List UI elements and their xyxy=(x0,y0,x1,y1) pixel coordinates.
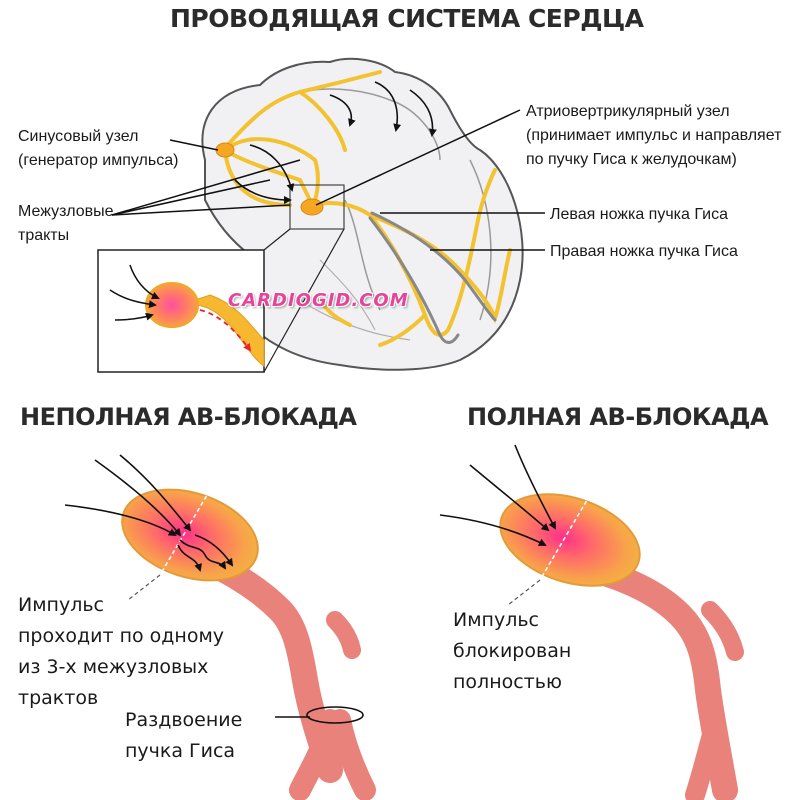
complete-block-illustration xyxy=(439,444,744,800)
incomplete-desc-line-1: Импульс xyxy=(18,594,105,616)
complete-block-title: ПОЛНАЯ АВ-БЛОКАДА xyxy=(467,403,769,431)
bundle-split-line-1: Раздвоение xyxy=(125,709,243,731)
bundle-split-label: Раздвоение пучка Гиса xyxy=(125,705,242,767)
sinus-node xyxy=(215,142,235,158)
incomplete-desc-line-3: из 3-х межузловых xyxy=(18,656,209,678)
incomplete-block-description: Импульс проходит по одному из 3-х межузл… xyxy=(18,590,224,714)
conduction-pathways-grey xyxy=(368,211,497,344)
left-bundle-label: Левая ножка пучка Гиса xyxy=(550,206,728,223)
zoom-inset xyxy=(97,228,345,373)
internodal-tracts-label-line-1: Межузловые xyxy=(18,203,114,220)
av-node-label-line-1: Атриовертрикулярный узел xyxy=(526,103,730,120)
complete-block-description: Импульс блокирован полностью xyxy=(453,605,571,698)
complete-desc-line-2: блокирован xyxy=(453,640,572,662)
internodal-tracts-label-line-2: тракты xyxy=(18,227,70,244)
impulse-arrows xyxy=(234,81,437,204)
complete-desc-line-3: полностью xyxy=(453,671,562,693)
bundle-split-line-2: пучка Гиса xyxy=(125,740,236,762)
sinus-node-label-line-2: (генератор импульса) xyxy=(18,152,179,169)
incomplete-block-title: НЕПОЛНАЯ АВ-БЛОКАДА xyxy=(20,403,357,431)
sinus-node-label: Синусовый узел (генератор импульса) xyxy=(18,125,178,173)
leader-lines xyxy=(111,109,545,251)
incomplete-desc-line-4: трактов xyxy=(18,687,99,709)
sinus-node-label-line-1: Синусовый узел xyxy=(18,128,139,145)
av-node-label: Атриовертрикулярный узел (принимает импу… xyxy=(526,100,781,172)
incomplete-desc-line-2: проходит по одному xyxy=(18,625,225,647)
watermark: CARDIOGID.COM xyxy=(228,290,409,311)
complete-desc-line-1: Импульс xyxy=(453,609,540,631)
av-node-highlight-box xyxy=(289,184,345,230)
incomplete-block-illustration xyxy=(64,454,376,800)
av-node xyxy=(300,198,324,216)
internodal-tracts-label: Межузловые тракты xyxy=(18,200,114,248)
av-node-label-line-3: по пучку Гиса к желудочкам) xyxy=(526,151,737,168)
conduction-system-title: ПРОВОДЯЩАЯ СИСТЕМА СЕРДЦА xyxy=(170,4,644,33)
right-bundle-label: Правая ножка пучка Гиса xyxy=(550,243,738,260)
av-node-label-line-2: (принимает импульс и направляет xyxy=(526,127,782,144)
